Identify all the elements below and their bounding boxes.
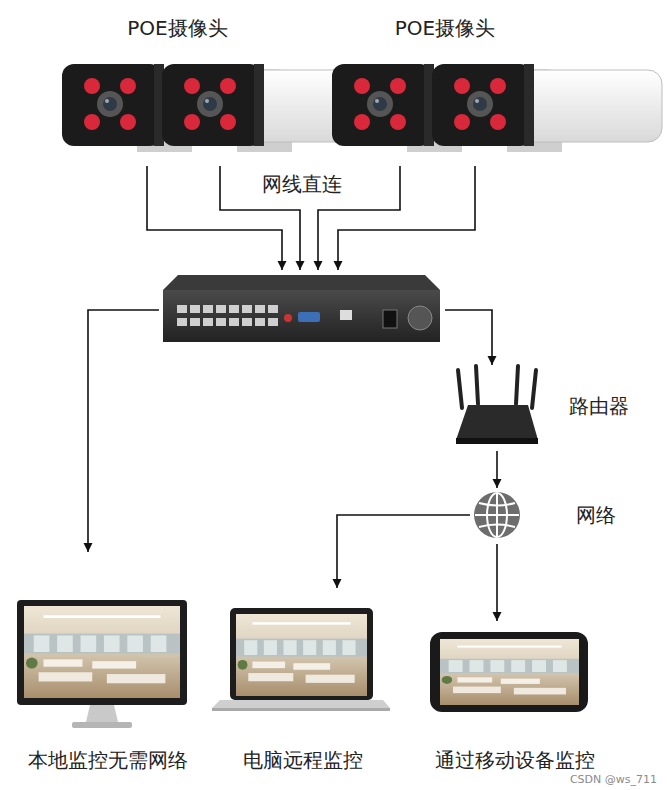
node-label: 通过移动设备监控 bbox=[435, 748, 595, 772]
wire-label: 网线直连 bbox=[262, 172, 342, 196]
node-label: 网络 bbox=[576, 503, 616, 527]
monitor: 本地监控无需网络 bbox=[10, 552, 206, 776]
node-label: 电脑远程监控 bbox=[243, 748, 363, 772]
camera-group: POE摄像头 bbox=[55, 14, 300, 166]
mobile-phone: 通过移动设备监控 bbox=[420, 625, 610, 776]
watermark: CSDN @ws_711 bbox=[570, 773, 657, 786]
network-globe: 网络 bbox=[470, 490, 620, 540]
laptop: 电脑远程监控 bbox=[205, 592, 401, 776]
connector-arrow bbox=[333, 515, 471, 588]
connector-arrow bbox=[84, 310, 160, 552]
node-label: POE摄像头 bbox=[127, 16, 227, 40]
connector-arrow bbox=[493, 451, 502, 488]
node-label: 本地监控无需网络 bbox=[28, 748, 188, 772]
router: 路由器 bbox=[455, 365, 635, 447]
connector-arrow bbox=[445, 310, 497, 365]
nvr-recorder bbox=[163, 272, 441, 344]
node-label: 路由器 bbox=[569, 394, 629, 418]
camera-group: POE摄像头 bbox=[325, 14, 565, 166]
node-label: POE摄像头 bbox=[395, 16, 495, 40]
connector-arrow bbox=[493, 544, 502, 621]
